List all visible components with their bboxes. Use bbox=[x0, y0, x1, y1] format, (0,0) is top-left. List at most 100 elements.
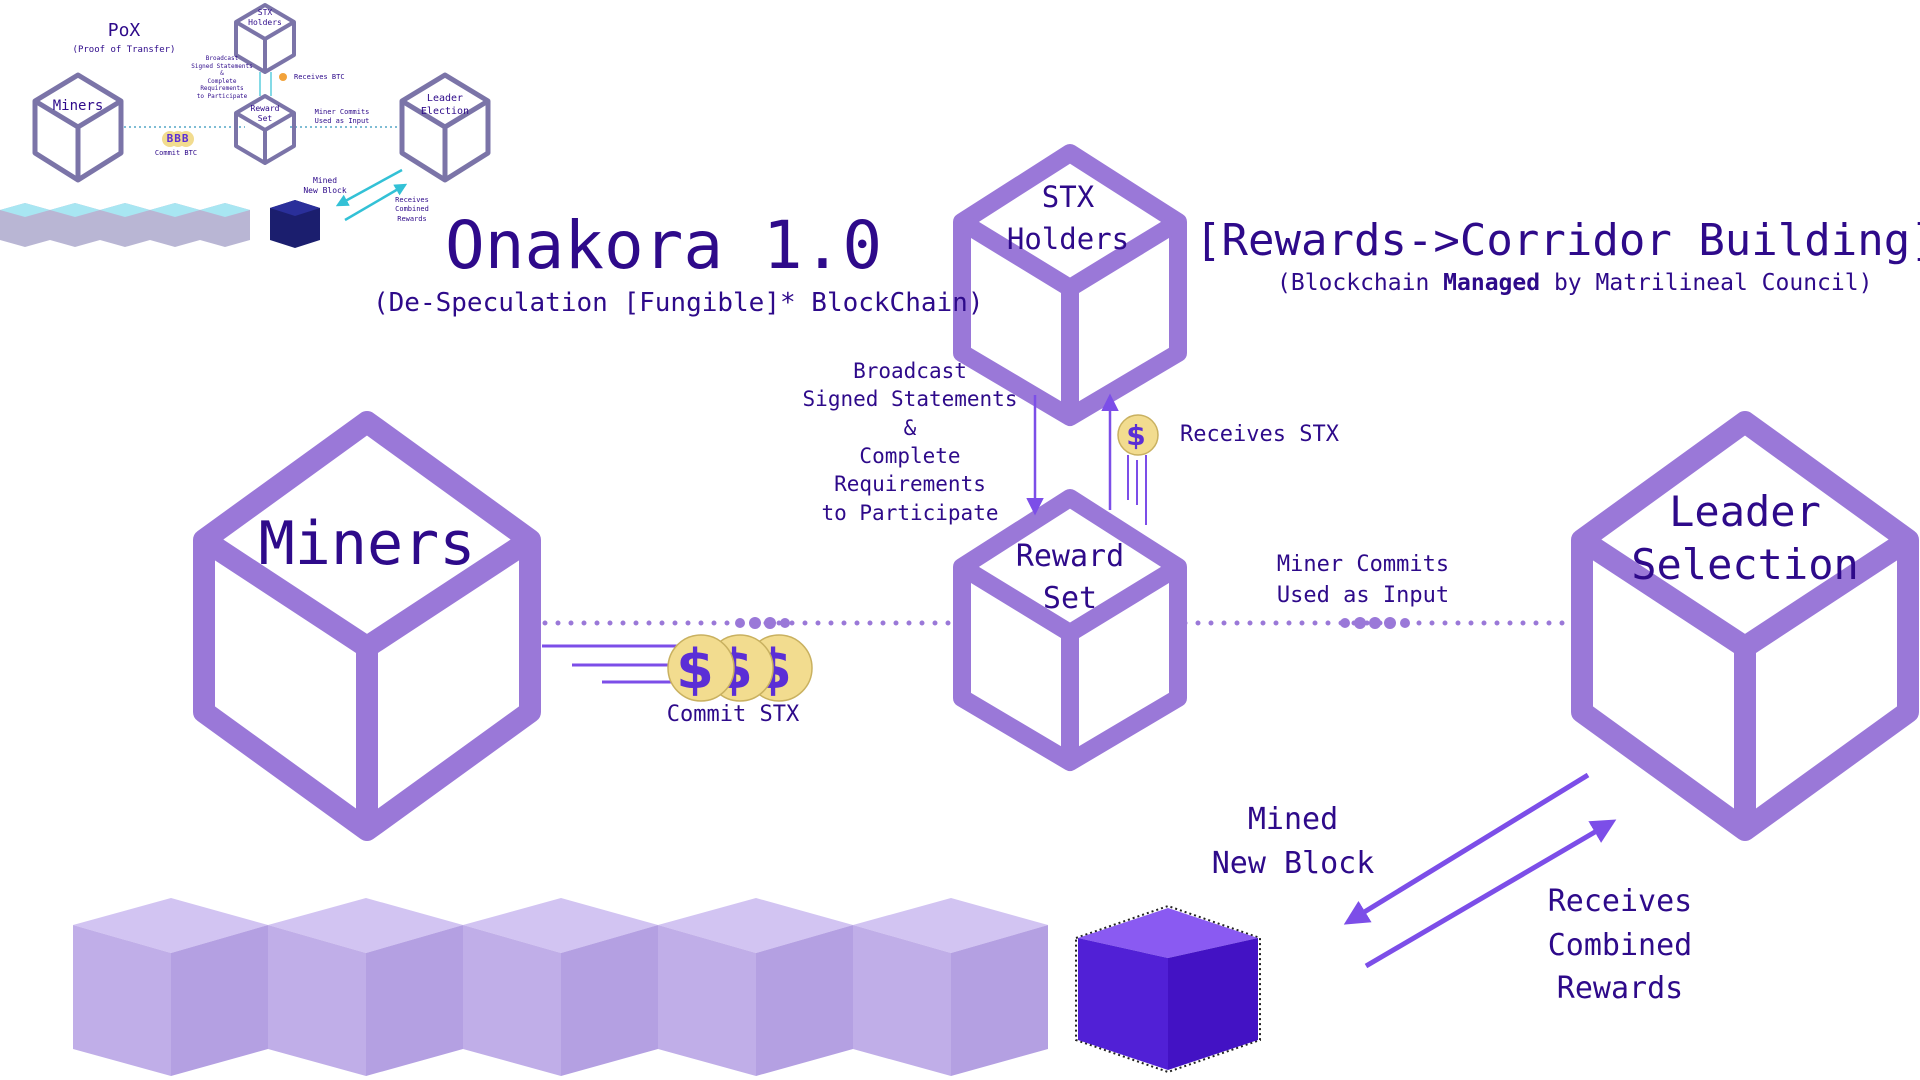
thumb-reward-line: Reward bbox=[250, 104, 280, 113]
thumb-broadcast: Broadcast Signed Statements & Complete R… bbox=[191, 55, 252, 100]
chain-block bbox=[73, 898, 268, 1076]
thumb-rewards-line: Combined bbox=[395, 205, 429, 214]
thumb-new-block bbox=[270, 200, 320, 248]
miners-cube bbox=[193, 411, 541, 841]
reward-set-line1: Reward bbox=[1015, 539, 1125, 574]
rewards-subtitle: (Blockchain Managed by Matrilineal Counc… bbox=[1277, 270, 1872, 298]
thumb-reward-label: Reward Set bbox=[251, 104, 280, 125]
broadcast-line: Requirements bbox=[834, 472, 986, 497]
broadcast-line: Complete bbox=[859, 444, 961, 469]
input-connector bbox=[1182, 617, 1573, 629]
thumb-leader-election-cube bbox=[399, 72, 491, 183]
coin-symbol: $ bbox=[1126, 419, 1145, 452]
stx-holders-label: STX Holders bbox=[1007, 176, 1129, 260]
thumb-rewards-arrow bbox=[344, 183, 408, 222]
thumb-coin-symbol: B bbox=[174, 132, 182, 145]
thumb-mined-line: Mined bbox=[312, 176, 338, 185]
chain-block bbox=[658, 898, 853, 1076]
thumb-broadcast-line: & bbox=[220, 70, 224, 77]
mined-block-annotation: Mined New Block bbox=[1212, 798, 1375, 885]
coin-motion-lines bbox=[1127, 455, 1147, 525]
thumb-reward-set-cube bbox=[234, 94, 296, 165]
leader-selection-label: Leader Selection bbox=[1631, 486, 1859, 591]
thumb-btc-coin-icon bbox=[279, 73, 287, 81]
thumb-miners-cube bbox=[32, 72, 124, 183]
chain-block bbox=[853, 898, 1048, 1076]
receives-rewards-line: Receives bbox=[1547, 884, 1693, 919]
leader-selection-cube bbox=[1571, 411, 1919, 841]
coin-icon: $ bbox=[667, 634, 735, 702]
thumb-mined-block: Mined New Block bbox=[303, 176, 346, 197]
chain-block bbox=[268, 898, 463, 1076]
thumb-broadcast-line: to Participate bbox=[196, 92, 248, 100]
thumb-stx-line: STX bbox=[257, 8, 273, 17]
receives-stx-annotation: Receives STX bbox=[1180, 422, 1339, 447]
svg-text:$: $ bbox=[676, 638, 714, 701]
stx-holders-cube bbox=[953, 144, 1187, 426]
blockchain-row bbox=[73, 898, 1048, 1076]
thumb-title: PoX bbox=[107, 20, 141, 41]
commit-coins: $ $ $ bbox=[667, 634, 813, 702]
thumb-broadcast-line: Broadcast bbox=[205, 55, 239, 62]
thumb-receives-rewards: Receives Combined Rewards bbox=[395, 196, 429, 224]
commit-connector bbox=[542, 617, 963, 629]
thumb-miner-commits: Miner Commits Used as Input bbox=[315, 108, 370, 126]
rewards-title: [Rewards->Corridor Building] bbox=[1195, 215, 1920, 266]
mined-block-line: Mined bbox=[1247, 802, 1339, 837]
thumb-rewards-line: Receives bbox=[395, 196, 429, 204]
stx-holders-line2: Holders bbox=[1006, 222, 1130, 257]
new-block bbox=[1075, 904, 1261, 1074]
reward-set-cube bbox=[953, 489, 1187, 771]
broadcast-line: Signed Statements bbox=[802, 387, 1018, 412]
thumb-commit-btc: Commit BTC bbox=[154, 149, 198, 157]
mined-block-line: New Block bbox=[1211, 845, 1375, 881]
broadcast-line: Broadcast bbox=[853, 359, 967, 383]
thumb-leader-label: Leader Election bbox=[421, 92, 469, 118]
chain-block bbox=[463, 898, 658, 1076]
thumb-stx-label: STX Holders bbox=[248, 8, 282, 29]
rewards-subtitle-pre: (Blockchain bbox=[1277, 270, 1444, 296]
thumb-rewards-line: Rewards bbox=[397, 214, 427, 223]
receives-rewards-arrow bbox=[1364, 819, 1617, 969]
thumb-coin-symbol: B bbox=[166, 132, 175, 145]
mined-block-arrow bbox=[1343, 772, 1590, 925]
thumb-broadcast-line: Requirements bbox=[200, 85, 244, 92]
miners-label: Miners bbox=[258, 509, 476, 579]
thumb-subtitle: (Proof of Transfer) bbox=[72, 45, 176, 55]
thumb-miners-label: Miners bbox=[52, 98, 104, 114]
broadcast-line: & bbox=[903, 415, 917, 440]
thumb-broadcast-line: Complete bbox=[207, 77, 237, 85]
miner-commits-line: Miner Commits bbox=[1276, 552, 1450, 577]
thumb-broadcast-line: Signed Statements bbox=[191, 62, 253, 70]
rewards-subtitle-post: by Matrilineal Council) bbox=[1540, 270, 1873, 296]
leader-selection-line1: Leader bbox=[1669, 487, 1821, 536]
thumb-blockchain bbox=[0, 203, 250, 247]
thumb-set-line: Set bbox=[257, 114, 273, 124]
thumb-stx-holders-cube bbox=[234, 3, 296, 74]
thumb-receives-btc: Receives BTC bbox=[294, 73, 345, 81]
thumb-mined-line: New Block bbox=[303, 186, 347, 196]
broadcast-annotation: Broadcast Signed Statements & Complete R… bbox=[803, 357, 1018, 527]
receives-rewards-annotation: Receives Combined Rewards bbox=[1548, 880, 1693, 1011]
thumb-coin-symbol: B bbox=[181, 132, 190, 145]
thumb-miner-commits-line: Used as Input bbox=[314, 117, 370, 126]
miner-commits-annotation: Miner Commits Used as Input bbox=[1277, 550, 1449, 612]
stx-coin-icon: $ bbox=[1117, 414, 1159, 456]
rewards-subtitle-bold: Managed bbox=[1443, 270, 1541, 296]
thumb-coins bbox=[162, 131, 194, 147]
thumb-miner-commits-line: Miner Commits bbox=[314, 108, 370, 116]
commit-stx-annotation: Commit STX bbox=[666, 702, 800, 727]
pox-thumbnail bbox=[0, 3, 491, 248]
page-subtitle: (De-Speculation [Fungible]* BlockChain) bbox=[373, 288, 984, 318]
stx-holders-line1: STX bbox=[1041, 180, 1095, 214]
thumb-election-line: Election bbox=[420, 106, 470, 117]
page-title: Onakora 1.0 bbox=[445, 207, 883, 284]
thumb-coin-symbols: BBB bbox=[167, 132, 190, 145]
broadcast-line: to Participate bbox=[821, 500, 999, 525]
leader-selection-line2: Selection bbox=[1631, 539, 1859, 589]
reward-set-label: Reward Set bbox=[1016, 536, 1124, 620]
receives-rewards-line: Rewards bbox=[1556, 971, 1684, 1006]
reward-set-line2: Set bbox=[1042, 581, 1098, 616]
miner-commits-line: Used as Input bbox=[1276, 582, 1450, 608]
